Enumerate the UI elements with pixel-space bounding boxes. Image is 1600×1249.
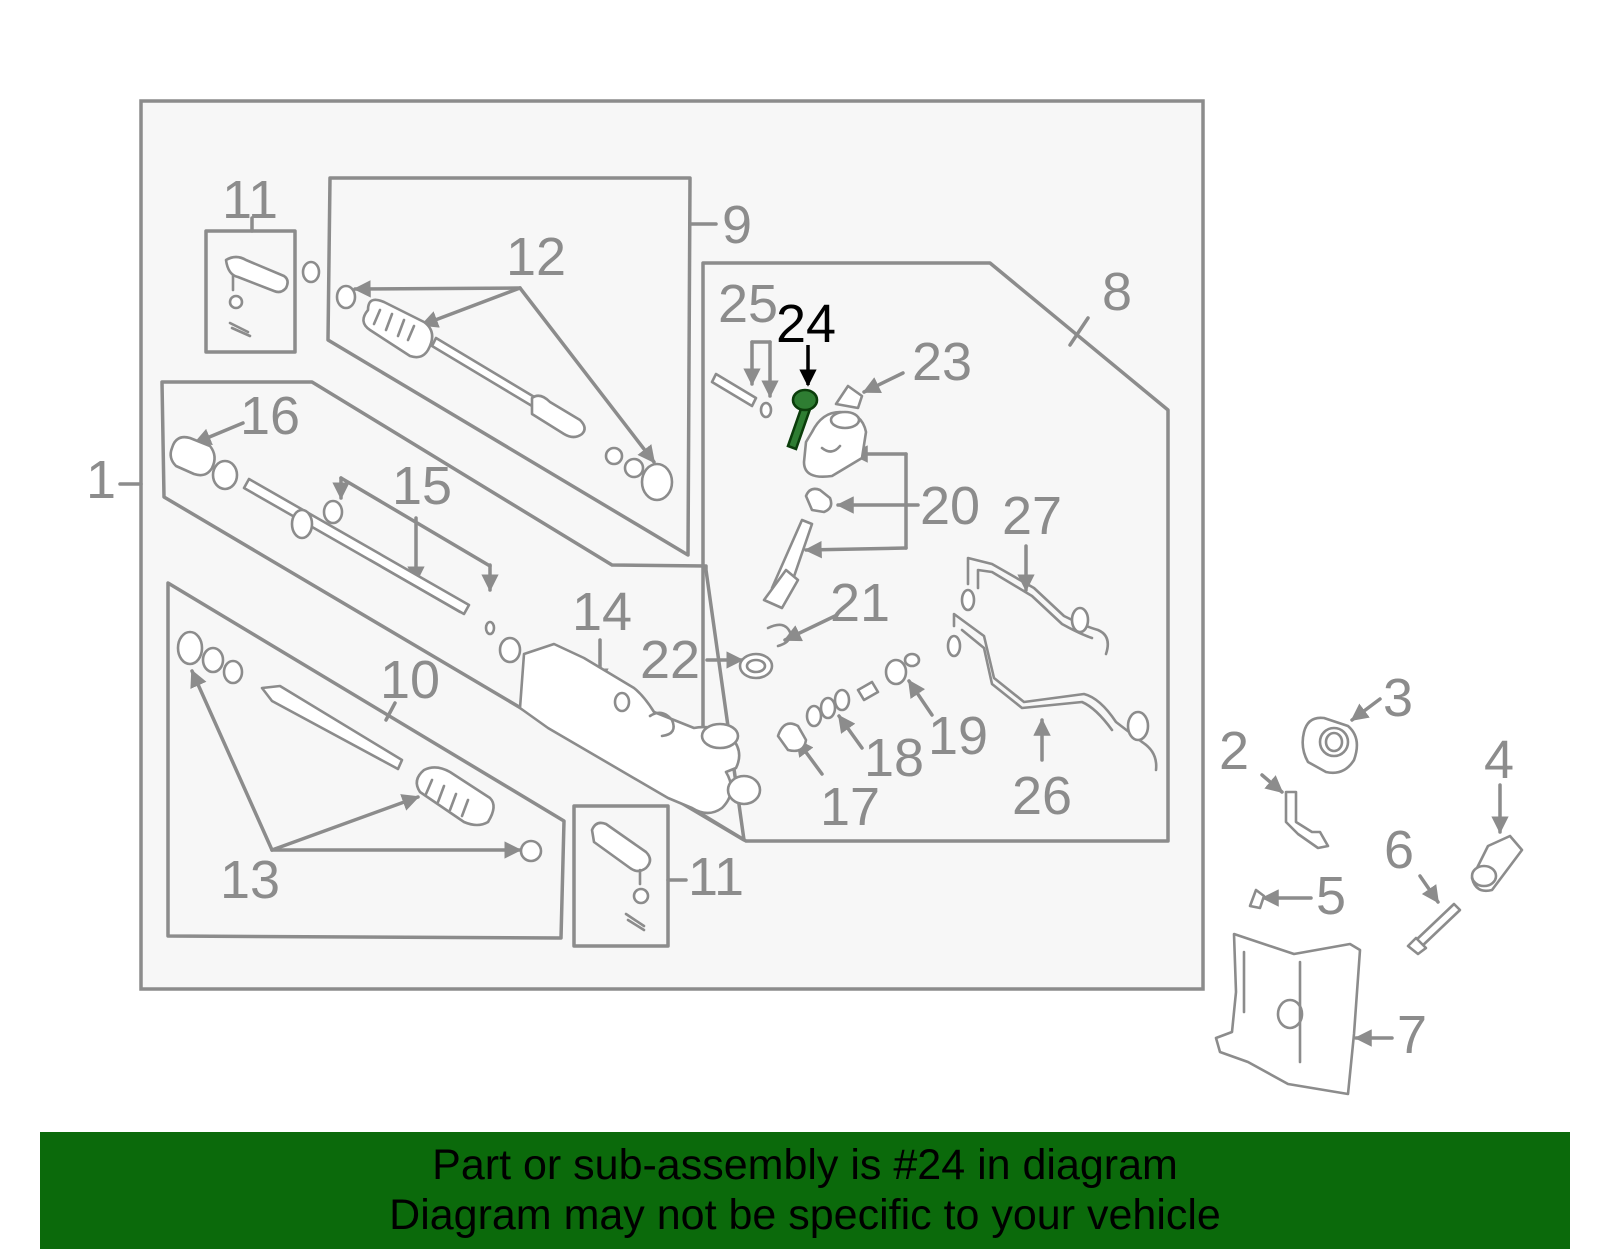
callout-22: 22 xyxy=(640,630,700,690)
part-6-bolt xyxy=(1406,902,1462,956)
valve-parts-20 xyxy=(762,487,833,610)
subassembly-15-outline xyxy=(160,380,746,842)
callout-17: 17 xyxy=(820,777,880,837)
callout-18: 18 xyxy=(864,728,924,788)
callout-23: 23 xyxy=(912,332,972,392)
callout-2: 2 xyxy=(1219,721,1249,781)
callout-10: 10 xyxy=(380,650,440,710)
callout-19: 19 xyxy=(928,706,988,766)
tie-rod-end-upper xyxy=(224,255,321,338)
callout-1: 1 xyxy=(86,450,116,510)
callout-27: 27 xyxy=(1002,486,1062,546)
part-3-boot xyxy=(1301,716,1359,775)
tie-rod-end-lower xyxy=(590,821,652,932)
callout-16: 16 xyxy=(240,386,300,446)
callout-9: 9 xyxy=(722,195,752,255)
gear-housing xyxy=(498,636,762,815)
callout-3: 3 xyxy=(1383,668,1413,728)
subassembly-11-lower-box xyxy=(572,804,670,948)
parts-diagram: 1 2 3 4 5 6 7 8 9 10 11 11 12 13 14 15 1… xyxy=(86,99,1524,1096)
valve-housing xyxy=(802,410,868,478)
cap-23 xyxy=(834,384,864,410)
callout-7: 7 xyxy=(1397,1005,1427,1065)
callout-5: 5 xyxy=(1316,866,1346,926)
bolt-25 xyxy=(710,372,773,419)
tie-rod-and-boot-lower xyxy=(176,630,543,863)
pipe-26 xyxy=(946,612,1158,772)
part-5-clip xyxy=(1248,888,1266,910)
part-4-sleeve xyxy=(1470,834,1524,893)
callout-15: 15 xyxy=(392,456,452,516)
subassembly-10-outline xyxy=(166,581,566,940)
banner-line-1: Part or sub-assembly is #24 in diagram xyxy=(432,1141,1178,1189)
subassembly-9-outline xyxy=(326,176,692,557)
callout-6: 6 xyxy=(1384,820,1414,880)
banner-line-2: Diagram may not be specific to your vehi… xyxy=(389,1191,1221,1239)
notice-banner: Part or sub-assembly is #24 in diagram D… xyxy=(40,1132,1570,1249)
seal-21-22 xyxy=(738,623,792,680)
callout-11-upper: 11 xyxy=(222,170,278,230)
callout-13: 13 xyxy=(220,850,280,910)
pipe-27 xyxy=(960,556,1110,656)
seals-17-18-19 xyxy=(776,652,921,753)
callout-12: 12 xyxy=(506,227,566,287)
part-7-shield xyxy=(1214,932,1362,1096)
callout-4: 4 xyxy=(1484,730,1514,790)
callout-11-lower: 11 xyxy=(688,847,744,907)
callout-8: 8 xyxy=(1102,262,1132,322)
rack-and-bushing xyxy=(169,435,496,636)
tie-rod-and-boot-upper xyxy=(335,284,674,502)
callout-14: 14 xyxy=(572,582,632,642)
callout-24-highlighted: 24 xyxy=(776,294,836,354)
callout-20: 20 xyxy=(920,476,980,536)
callout-21: 21 xyxy=(830,573,890,633)
part-2-bracket xyxy=(1284,790,1330,850)
part-24-highlighted xyxy=(786,388,819,451)
callout-25: 25 xyxy=(718,274,778,334)
callout-26: 26 xyxy=(1012,766,1072,826)
